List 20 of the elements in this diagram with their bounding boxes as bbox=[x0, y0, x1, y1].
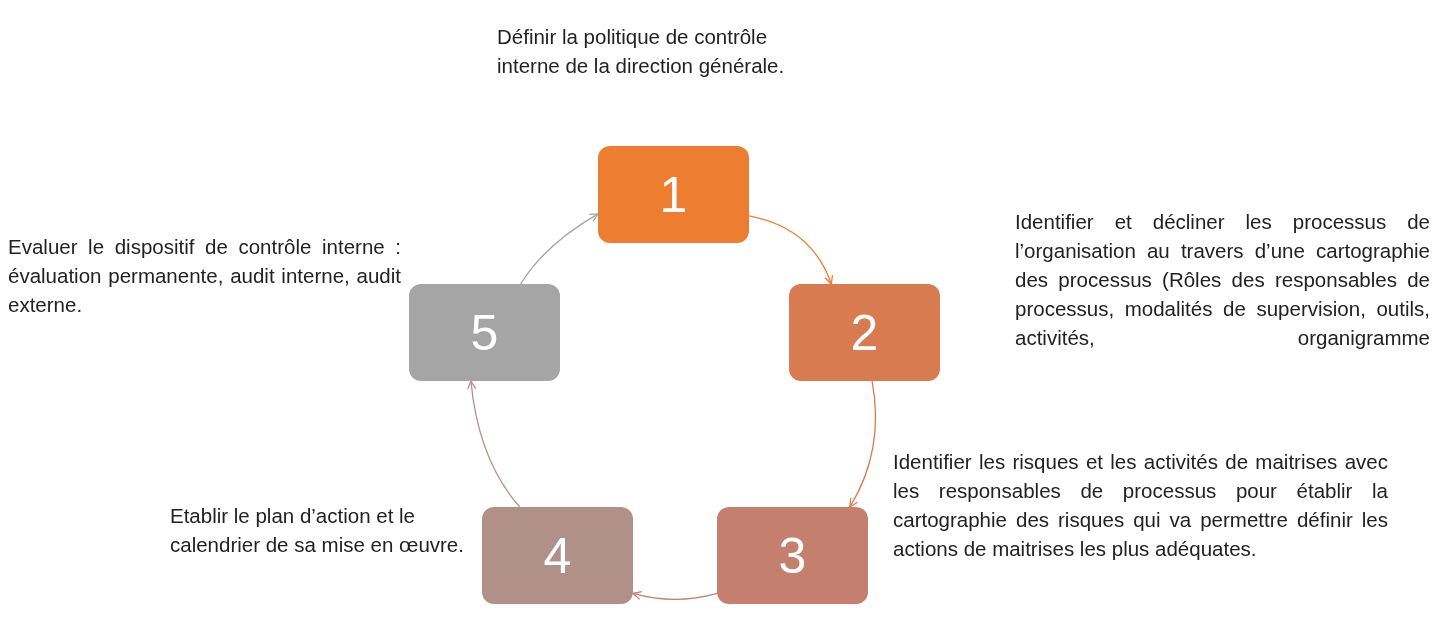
curved-arrow bbox=[748, 215, 833, 285]
step-number: 2 bbox=[850, 307, 879, 358]
step-box bbox=[598, 146, 749, 243]
curved-arrow bbox=[467, 380, 521, 508]
step-description: Identifier les risques et les activités de maitrises avec les responsables de processus pour établir la cartographie des risques qui va permettre définir les actions de maitrises les plus adéquates. bbox=[893, 449, 1388, 562]
step-description: Définir la politique de contrôle interne de la direction générale. bbox=[497, 24, 786, 79]
step-description: Evaluer le dispositif de contrôle interne : évaluation permanente, audit interne, audit externe. bbox=[8, 234, 401, 318]
step-box bbox=[717, 507, 868, 604]
curved-arrow bbox=[849, 380, 877, 508]
step-description: Etablir le plan d’action et le calendrier de sa mise en œuvre. bbox=[170, 503, 465, 558]
step-number: 3 bbox=[778, 530, 807, 581]
curved-arrow bbox=[520, 213, 599, 285]
curved-arrow bbox=[632, 590, 718, 600]
step-number: 1 bbox=[659, 169, 688, 220]
step-number: 5 bbox=[470, 307, 499, 358]
step-box bbox=[409, 284, 560, 381]
step-box bbox=[482, 507, 633, 604]
step-description: Identifier et décliner les processus de l’organisation au travers d’une cartographie des processus (Rôles des responsables de processus, modalités de supervision, outils, activités, organigramme bbox=[1015, 209, 1430, 351]
step-number: 4 bbox=[543, 530, 572, 581]
step-box bbox=[789, 284, 940, 381]
